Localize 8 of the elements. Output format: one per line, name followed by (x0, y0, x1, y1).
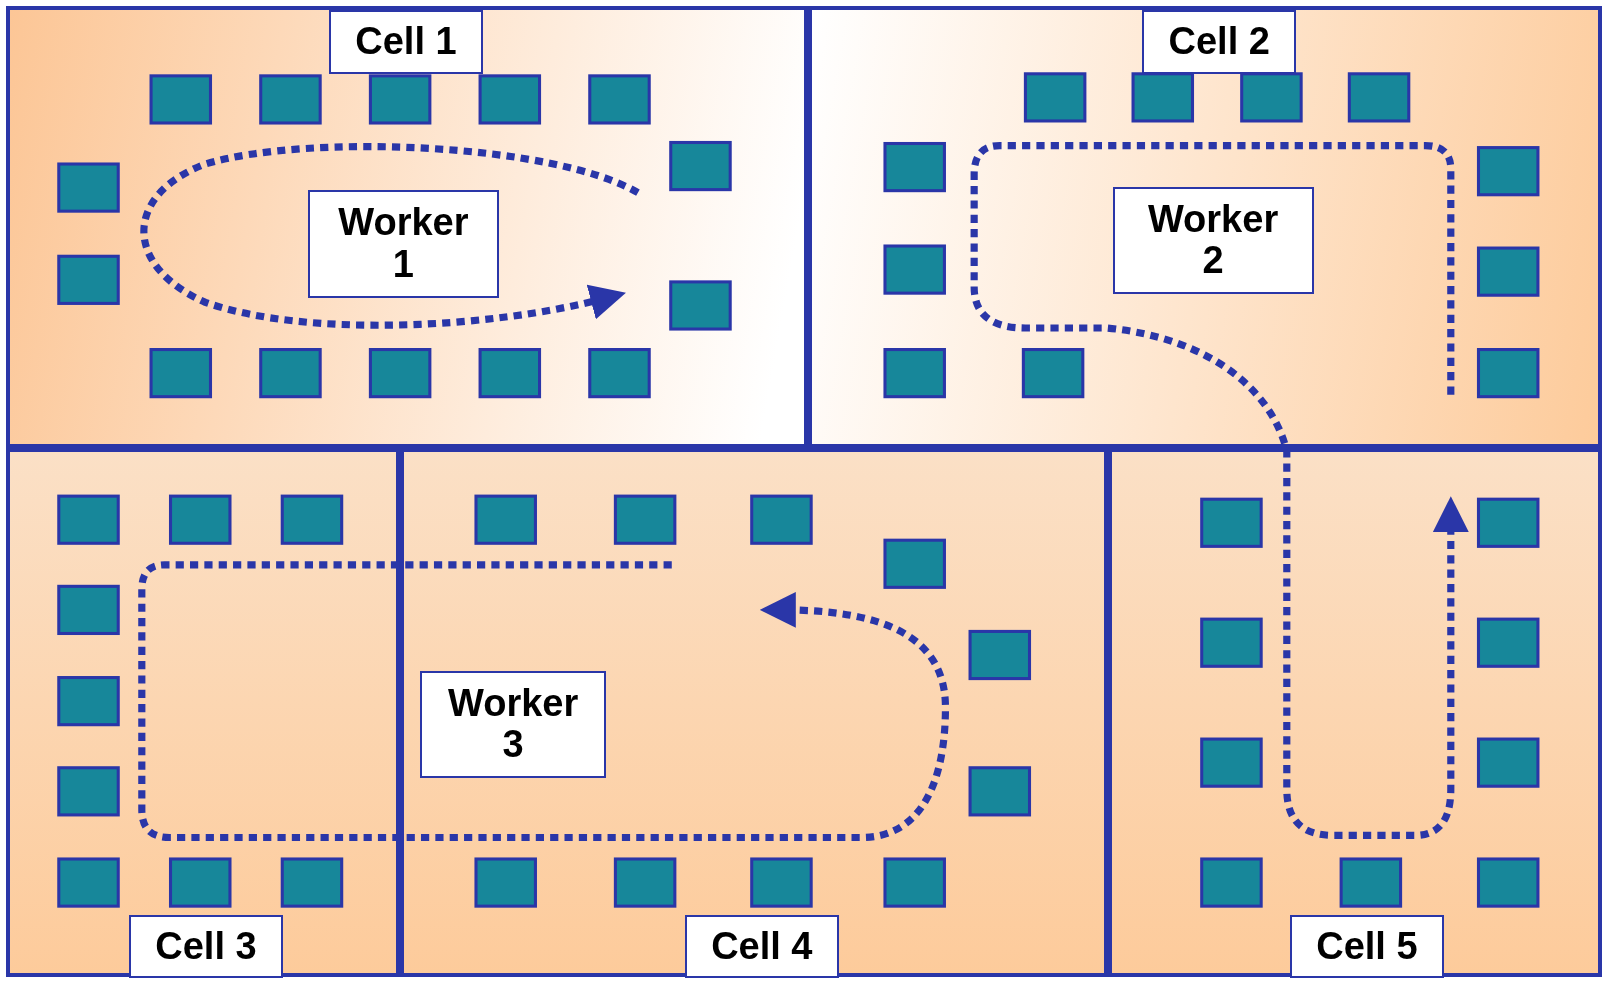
worker-box: Worker 3 (420, 670, 606, 779)
worker-box: Worker 2 (1112, 186, 1314, 295)
cell-label: Cell 5 (1290, 914, 1444, 979)
cell-label: Cell 2 (1142, 10, 1297, 74)
cell-label: Cell 3 (129, 914, 283, 979)
cell-label: Cell 4 (684, 914, 839, 979)
worker-box: Worker 1 (307, 189, 500, 299)
cell-label: Cell 1 (329, 10, 483, 74)
